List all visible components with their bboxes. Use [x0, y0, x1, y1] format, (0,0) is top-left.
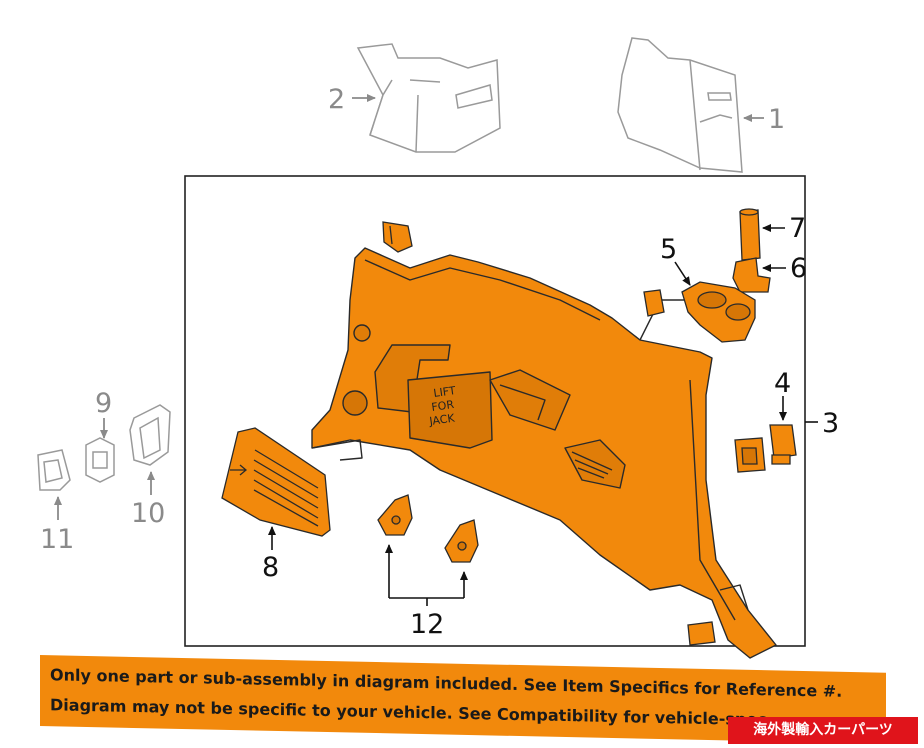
part-11-callout: 11 — [40, 524, 74, 555]
part-10-ghost-seal — [129, 404, 171, 466]
part-6-callout: 6 — [790, 253, 807, 284]
lift-label-line-1: LIFT — [433, 384, 457, 400]
part-9-ghost-clip — [85, 437, 115, 483]
part-7-cap — [739, 208, 761, 261]
top-clip — [382, 221, 413, 253]
part-3-callout: 3 — [822, 408, 839, 439]
part-1-callout: 1 — [768, 104, 785, 135]
part-5-cup-holder — [681, 281, 756, 343]
pad-clip — [687, 621, 716, 646]
part-8-vent-grille — [221, 427, 331, 537]
lift-for-jack-label: LIFT FOR JACK — [428, 384, 457, 428]
part-4-callout: 4 — [774, 368, 791, 399]
lift-label-line-2: FOR — [431, 398, 456, 414]
part-12-leader-lines — [385, 544, 468, 606]
part-10-callout: 10 — [131, 498, 165, 529]
trim-cover — [734, 437, 766, 473]
lift-label-line-3: JACK — [428, 411, 457, 428]
part-12-clip-left — [377, 494, 413, 536]
part-12-callout: 12 — [410, 609, 444, 640]
part-9-callout: 9 — [95, 388, 112, 419]
small-clip — [643, 289, 665, 317]
disclaimer-line-1: Only one part or sub-assembly in diagram… — [50, 665, 843, 701]
part-11-ghost-clip — [37, 449, 71, 491]
part-7-callout: 7 — [789, 213, 806, 244]
part-6-bracket — [732, 257, 771, 293]
part-1-ghost-trim — [617, 37, 743, 173]
part-5-callout: 5 — [660, 234, 677, 265]
part-4-fastener — [769, 424, 797, 465]
part-8-callout: 8 — [262, 552, 279, 583]
disclaimer-line-2: Diagram may not be specific to your vehi… — [50, 695, 767, 730]
diagram-frame — [184, 175, 806, 647]
part-2-callout: 2 — [328, 84, 345, 115]
seller-watermark-badge: 海外製輸入カーパーツ — [728, 717, 918, 744]
part-12-clip-right — [444, 519, 479, 563]
part-5-leader-line — [674, 261, 691, 286]
part-3-quarter-trim-panel — [311, 247, 777, 659]
part-2-ghost-trim — [356, 43, 501, 153]
